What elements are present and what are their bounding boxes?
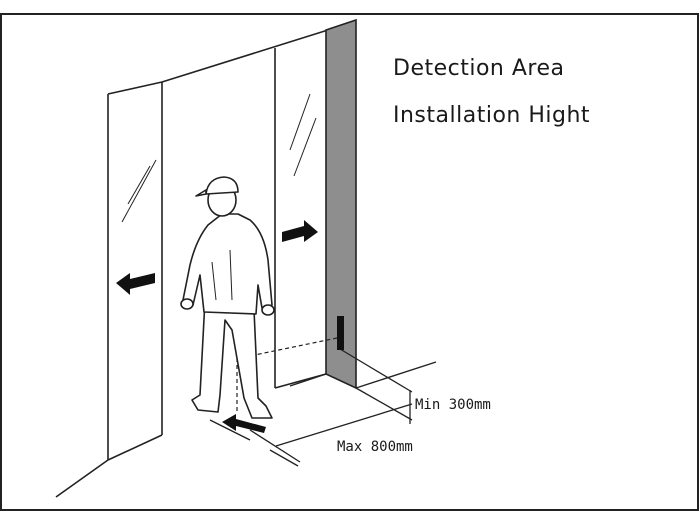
door-header bbox=[161, 29, 329, 83]
person-icon bbox=[180, 176, 275, 419]
dimension-lines bbox=[249, 348, 413, 467]
label-installation-height: Installation Hight bbox=[393, 103, 591, 128]
arrow-right-icon bbox=[282, 220, 318, 242]
label-max-distance: Max 800mm bbox=[337, 439, 413, 455]
arrow-approach-icon bbox=[222, 414, 266, 433]
label-min-distance: Min 300mm bbox=[415, 397, 491, 413]
sensor-icon bbox=[337, 316, 344, 350]
label-detection-area: Detection Area bbox=[393, 56, 565, 81]
arrow-left-icon bbox=[116, 273, 155, 295]
floor-lines bbox=[209, 361, 437, 441]
frame-border bbox=[0, 13, 699, 511]
left-door-panel bbox=[55, 81, 163, 498]
right-door-panel bbox=[274, 48, 327, 389]
detection-beam bbox=[236, 337, 338, 412]
person-details bbox=[211, 249, 233, 301]
